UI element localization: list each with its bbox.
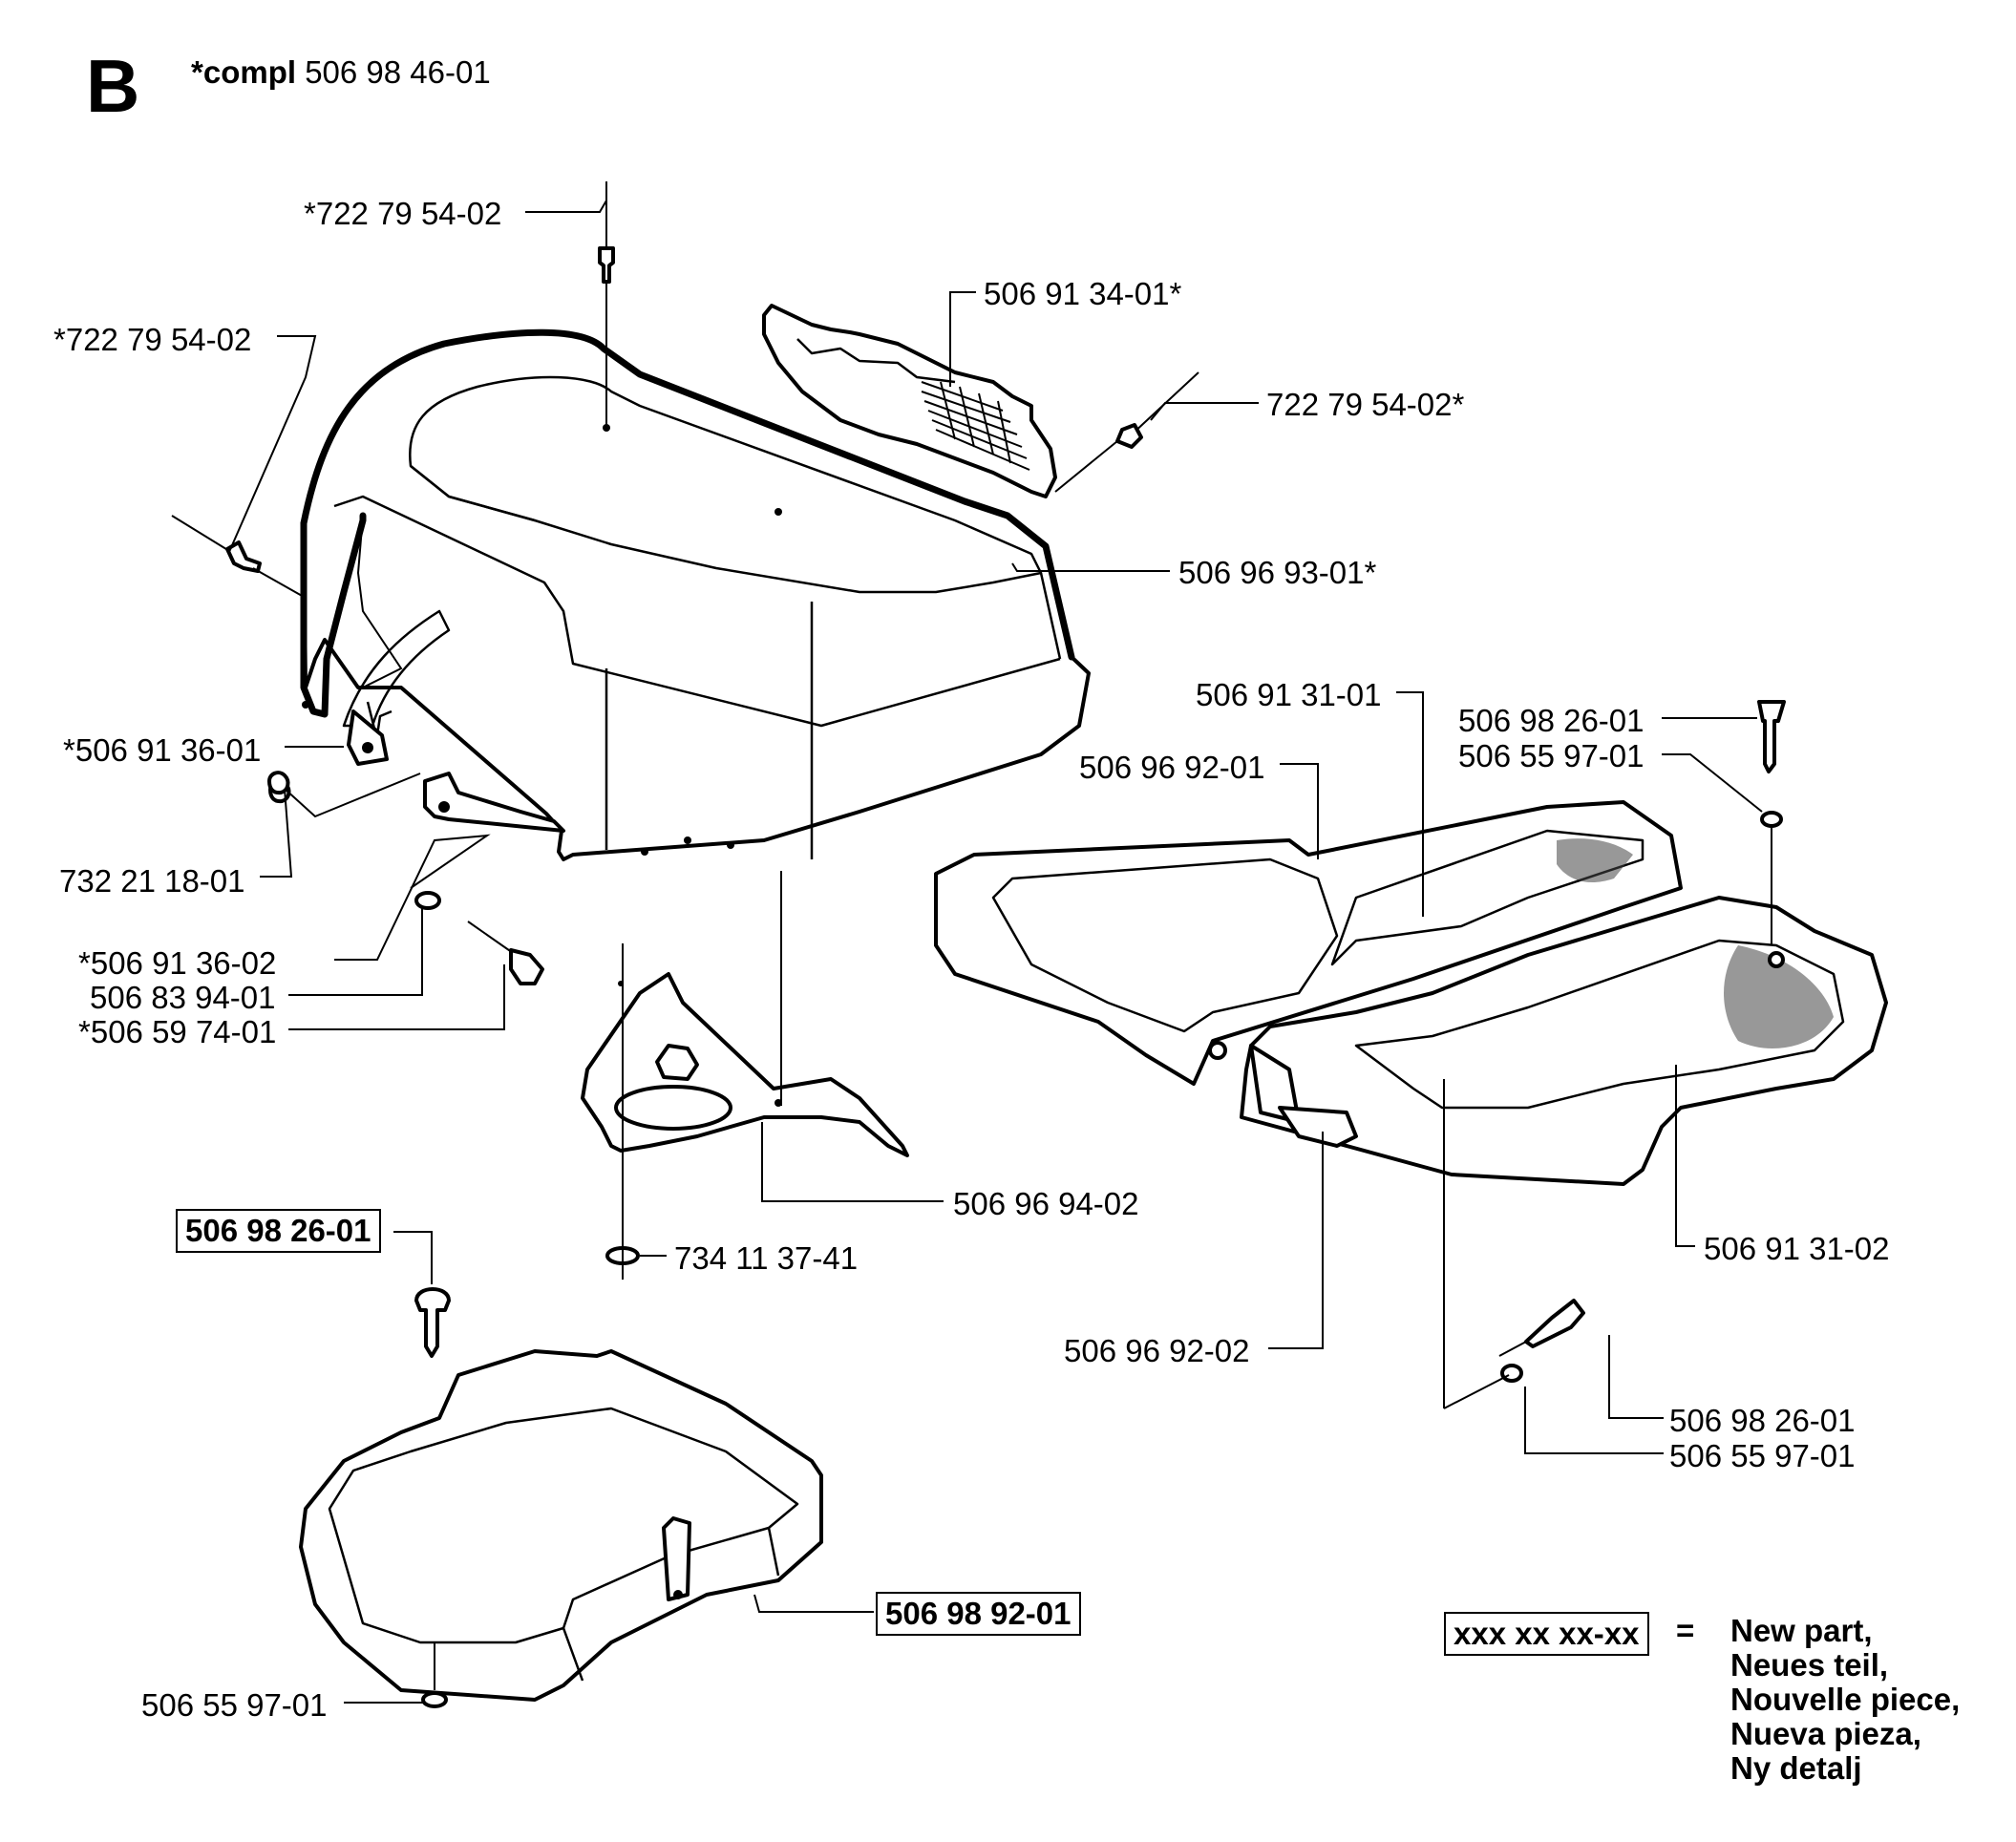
compl-number: 506 98 46-01 xyxy=(305,54,491,90)
part-label-washer-bottom-right: 506 55 97-01 xyxy=(1669,1438,1856,1473)
legend-line-5: Ny detalj xyxy=(1730,1750,1862,1786)
legend-placeholder: xxx xx xx-xx xyxy=(1444,1612,1649,1656)
seat-pan-left-drawing xyxy=(934,800,1683,1086)
leader-lines xyxy=(228,200,1772,1704)
part-label-washer-1: 506 83 94-01 xyxy=(90,980,276,1015)
part-label-bracket-2: *506 91 36-02 xyxy=(78,945,277,981)
part-label-hood: 506 96 93-01* xyxy=(1178,555,1377,590)
part-label-washer-bottom-left: 506 55 97-01 xyxy=(141,1687,328,1723)
part-label-seat-pad-1: 506 91 31-01 xyxy=(1196,677,1382,712)
legend-equals: = xyxy=(1676,1613,1695,1648)
fender-drawing xyxy=(581,972,909,1157)
part-label-screw-bottom-right: 506 98 26-01 xyxy=(1669,1403,1856,1438)
part-label-nut: 732 21 18-01 xyxy=(59,863,245,899)
part-label-washer-top-right: 506 55 97-01 xyxy=(1458,738,1645,773)
section-letter: B xyxy=(86,44,140,128)
compl-label: *compl 506 98 46-01 xyxy=(191,55,491,90)
part-label-rivet-top: *722 79 54-02 xyxy=(304,196,502,231)
part-label-rivet-left: *722 79 54-02 xyxy=(53,322,252,357)
part-label-washer-2: 734 11 37-41 xyxy=(674,1240,859,1276)
cover-drawing xyxy=(299,1349,823,1708)
legend-line-3: Nouvelle piece, xyxy=(1730,1682,1961,1717)
compl-prefix: *compl xyxy=(191,54,297,90)
bracket-drawing xyxy=(268,709,565,833)
part-label-screw-new: 506 98 26-01 xyxy=(176,1209,381,1253)
legend-line-2: Neues teil, xyxy=(1730,1647,1889,1683)
part-label-seat-pad-2: 506 91 31-02 xyxy=(1704,1231,1890,1266)
part-label-screw-1: *506 59 74-01 xyxy=(78,1014,277,1049)
part-label-seat-pan-1: 506 96 92-01 xyxy=(1079,750,1265,785)
part-label-screw-top-right: 506 98 26-01 xyxy=(1458,703,1645,738)
part-label-rivet-right: 722 79 54-02* xyxy=(1266,387,1465,422)
seat-pan-right-drawing xyxy=(1240,896,1888,1186)
part-label-grille: 506 91 34-01* xyxy=(984,276,1182,311)
legend-line-1: New part, xyxy=(1730,1613,1873,1648)
legend-line-4: Nueva pieza, xyxy=(1730,1716,1921,1751)
part-label-seat-pan-2: 506 96 92-02 xyxy=(1064,1333,1250,1368)
part-label-fender: 506 96 94-02 xyxy=(953,1186,1139,1221)
fasteners-drawing xyxy=(171,181,1786,1383)
grille-drawing xyxy=(762,304,1057,498)
part-label-bracket-1: *506 91 36-01 xyxy=(63,732,262,768)
part-label-cover-new: 506 98 92-01 xyxy=(876,1592,1081,1636)
